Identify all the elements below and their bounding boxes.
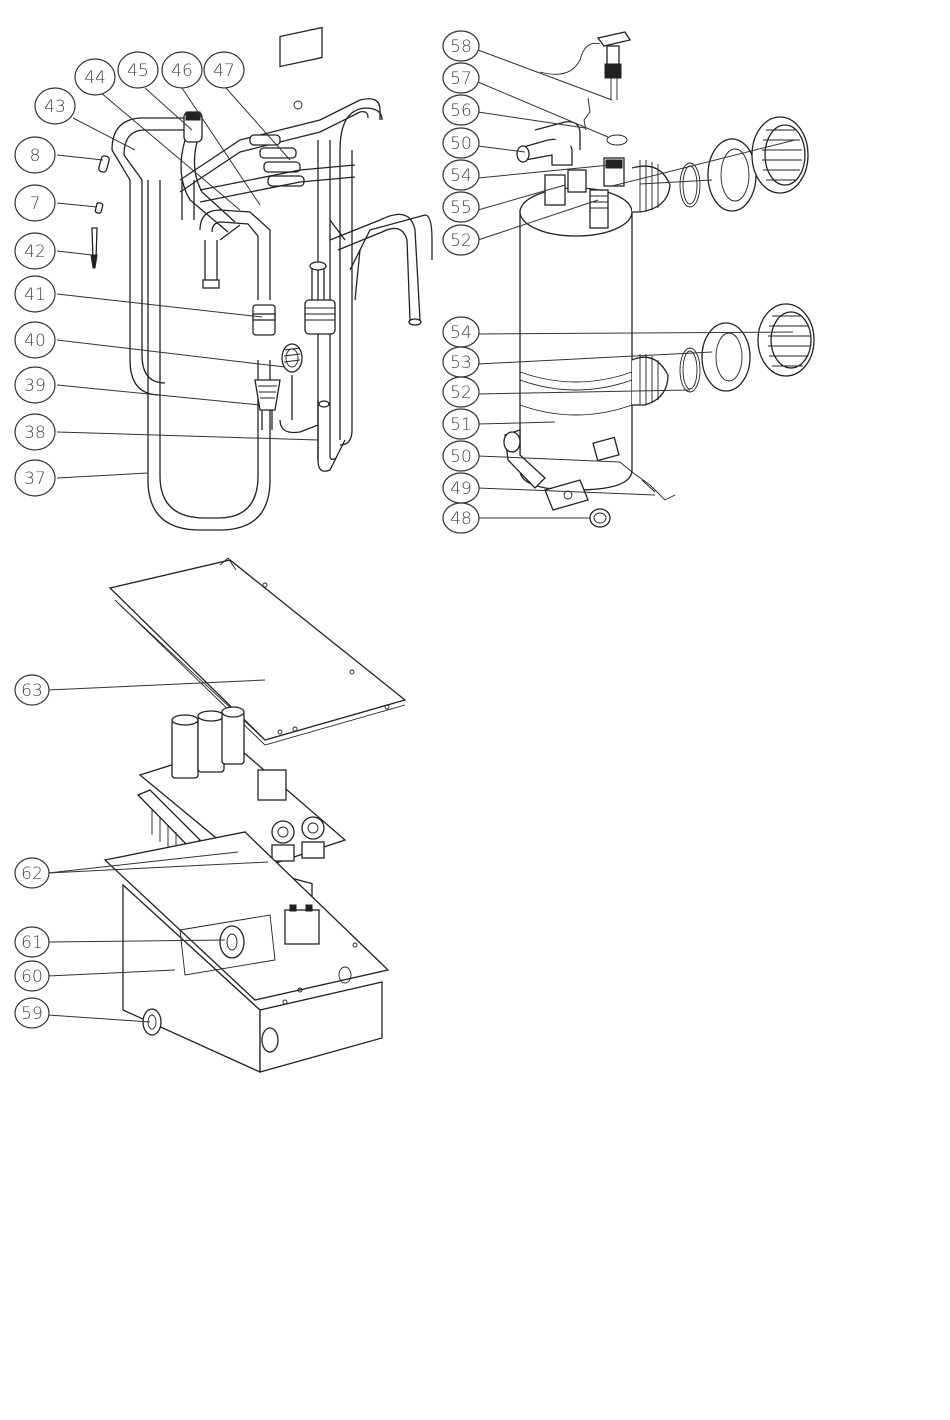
callout-48: 48 [443,503,479,533]
callout-43-label: 43 [44,97,66,117]
callout-37: 37 [15,460,55,496]
heat-exchanger-assembly [504,32,814,527]
callout-40-label: 40 [24,331,46,351]
callout-44: 44 [75,59,115,95]
callout-43: 43 [35,88,75,124]
callout-63-label: 63 [21,681,43,701]
box-lid [110,560,405,740]
callout-7-label: 7 [30,194,41,214]
callout-38-label: 38 [24,423,46,443]
callout-38: 38 [15,414,55,450]
callout-50-lower-label: 50 [450,447,472,467]
inner-grommet [220,926,244,958]
callout-39-label: 39 [24,376,46,396]
callout-60-label: 60 [21,967,43,987]
callout-50-lower: 50 [443,441,479,471]
callout-40: 40 [15,322,55,358]
callout-37-label: 37 [24,469,46,489]
callout-52-lower: 52 [443,377,479,407]
callout-57-label: 57 [450,69,472,89]
contactor [285,910,319,944]
callout-52-upper: 52 [443,225,479,255]
callout-56-label: 56 [450,101,472,121]
manifold-block [280,28,322,67]
callout-62-label: 62 [21,864,43,884]
callout-58-label: 58 [450,37,472,57]
callout-55-label: 55 [450,198,472,218]
callout-59: 59 [15,998,49,1028]
callout-51: 51 [443,409,479,439]
callout-52-lower-label: 52 [450,383,472,403]
box-side [260,982,382,1072]
callout-42-label: 42 [24,242,46,262]
part-8-cap [98,155,110,173]
callout-46-label: 46 [171,61,193,81]
callout-41: 41 [15,276,55,312]
part-7-valve-core [95,202,103,213]
drain-plug [590,509,610,527]
callout-48-label: 48 [450,509,472,529]
callout-53: 53 [443,347,479,377]
callout-45: 45 [118,52,158,88]
callout-44-label: 44 [84,68,106,88]
part-58-sensor [598,32,630,46]
callout-47: 47 [204,52,244,88]
callout-52-upper-label: 52 [450,231,472,251]
electrical-box-assembly [105,558,405,1072]
callout-63: 63 [15,675,49,705]
callout-54-upper: 54 [443,160,479,190]
callout-54-upper-label: 54 [450,166,472,186]
callout-54-lower: 54 [443,317,479,347]
callout-56: 56 [443,95,479,125]
callout-61-label: 61 [21,933,43,953]
callout-59-label: 59 [21,1004,43,1024]
callout-61: 61 [15,927,49,957]
callout-57: 57 [443,63,479,93]
piping-assembly [91,28,432,530]
expansion-valve [305,300,335,334]
callout-55: 55 [443,192,479,222]
callout-45-label: 45 [127,61,149,81]
callout-8-label: 8 [30,146,41,166]
callout-50-upper: 50 [443,128,479,158]
callout-46: 46 [162,52,202,88]
callout-62: 62 [15,858,49,888]
callout-49: 49 [443,473,479,503]
callout-47-label: 47 [213,61,235,81]
callout-41-label: 41 [24,285,46,305]
callout-54-lower-label: 54 [450,323,472,343]
callout-50-upper-label: 50 [450,134,472,154]
callout-53-label: 53 [450,353,472,373]
callout-8: 8 [15,137,55,173]
callout-42: 42 [15,233,55,269]
callout-58: 58 [443,31,479,61]
callout-60: 60 [15,961,49,991]
callout-51-label: 51 [450,415,472,435]
callout-39: 39 [15,367,55,403]
callout-7: 7 [15,185,55,221]
callout-49-label: 49 [450,479,472,499]
